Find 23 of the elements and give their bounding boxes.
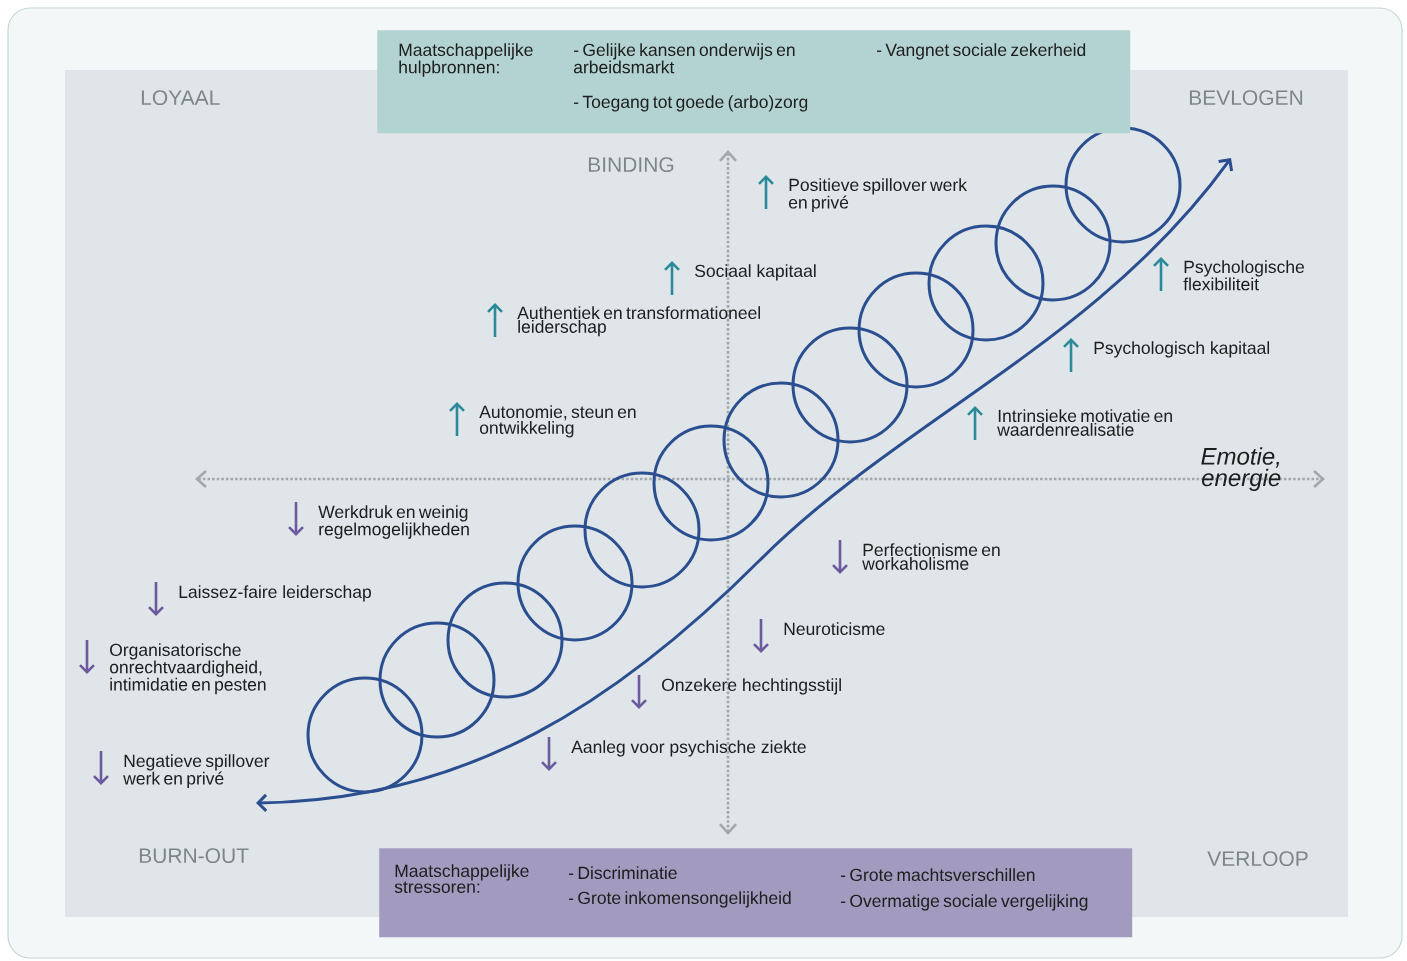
factor-label: Authentiek en transformationeel leiderschap bbox=[517, 306, 760, 337]
factor-label: Sociaal kapitaal bbox=[695, 264, 816, 281]
info-box: Maatschappelijke stressoren: - Discriminatie - Grote inkomensongelijkheid - Grote machtsverschillen - Overmatige sociale vergelijking bbox=[379, 848, 1133, 938]
axis-label: Emotie, energie bbox=[1201, 447, 1281, 492]
quadrant-label: BURN-OUT bbox=[139, 848, 249, 864]
info-box: Maatschappelijke hulpbronnen: - Gelijke kansen onderwijs en arbeidsmarkt - Toegang tot goede (arbo)zorg - Vangnet sociale zekerheid bbox=[377, 30, 1131, 134]
factor-label: Neuroticisme bbox=[784, 622, 885, 636]
factor-label: Autonomie, steun en ontwikkeling bbox=[479, 405, 636, 438]
factor-label: Perfectionisme en workaholisme bbox=[862, 543, 1000, 570]
factor-label: Positieve spillover werk en privé bbox=[788, 178, 967, 213]
factor-label: Intrinsieke motivatie en waardenrealisatie bbox=[997, 409, 1172, 436]
quadrant-label: BINDING bbox=[588, 157, 674, 173]
factor-label: Psychologische flexibiliteit bbox=[1183, 260, 1304, 291]
factor-label: Organisatorische onrechtvaardigheid, intimidatie en pesten bbox=[109, 643, 266, 695]
factor-label: Werkdruk en weinig regelmogelijkheden bbox=[318, 505, 469, 539]
factor-label: Onzekere hechtingsstijl bbox=[662, 678, 841, 695]
factor-label: Laissez-faire leiderschap bbox=[179, 585, 371, 602]
quadrant-label: VERLOOP bbox=[1207, 851, 1308, 867]
factor-label: Psychologisch kapitaal bbox=[1094, 341, 1270, 358]
factor-label: Aanleg voor psychische ziekte bbox=[571, 740, 806, 757]
quadrant-label: LOYAAL bbox=[141, 90, 220, 106]
quadrant-label: BEVLOGEN bbox=[1189, 90, 1303, 106]
factor-label: Negatieve spillover werk en privé bbox=[123, 754, 270, 789]
